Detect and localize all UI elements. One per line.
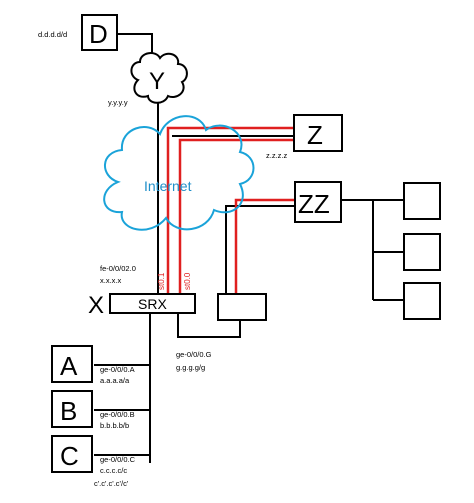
c-label: C	[60, 441, 79, 471]
node-b: B	[51, 390, 93, 428]
x-label: X	[88, 292, 104, 319]
a-addr: a.a.a.a/a	[100, 376, 130, 385]
right-box-2	[403, 233, 441, 271]
g-box	[217, 293, 267, 321]
tunnel-st0-0-zz	[234, 198, 295, 294]
internet-cloud: Internet	[103, 115, 255, 231]
b-iface: ge-0/0/0.B	[100, 410, 135, 419]
st01-label: st0.1	[157, 272, 166, 290]
st00-label: st0.0	[183, 272, 192, 290]
fe-iface-addr: x.x.x.x	[100, 276, 122, 285]
fe-iface-label: fe-0/0/02.0	[100, 264, 136, 273]
d-label: D	[89, 19, 108, 49]
connections	[94, 33, 404, 463]
b-addr: b.b.b.b/b	[100, 421, 129, 430]
c-addr2: c'.c'.c'.c'/c'	[94, 479, 129, 488]
link-srx-gbox	[177, 313, 241, 338]
tunnel-st0-1	[166, 126, 294, 294]
node-d: D	[81, 14, 118, 51]
node-c: C	[51, 435, 93, 473]
b-label: B	[60, 396, 77, 426]
c-iface: ge-0/0/0.C	[100, 455, 136, 464]
node-a: A	[51, 345, 93, 383]
internet-label: Internet	[144, 178, 192, 194]
a-iface: ge-0/0/0.A	[100, 365, 135, 374]
right-box-1	[403, 182, 441, 220]
right-box-3	[403, 282, 441, 320]
c-addr: c.c.c.c/c	[100, 466, 127, 475]
z-label: Z	[307, 120, 323, 150]
y-label: Y	[149, 68, 165, 95]
g-iface-label: ge-0/0/0.G	[176, 350, 212, 359]
tunnel-st0-0	[178, 138, 294, 294]
g-iface-addr: g.g.g.g/g	[176, 363, 205, 372]
zz-label: ZZ	[298, 189, 330, 219]
y-cloud: Y	[130, 52, 188, 104]
node-srx: SRX	[109, 293, 196, 314]
node-zz: ZZ	[294, 181, 342, 223]
y-addr: y.y.y.y	[108, 98, 128, 107]
srx-label: SRX	[138, 296, 167, 312]
z-addr: z.z.z.z	[266, 151, 288, 160]
node-z: Z	[293, 114, 343, 152]
link-gbox-zz	[225, 205, 295, 294]
a-label: A	[60, 351, 78, 381]
d-addr: d.d.d.d/d	[38, 30, 67, 39]
